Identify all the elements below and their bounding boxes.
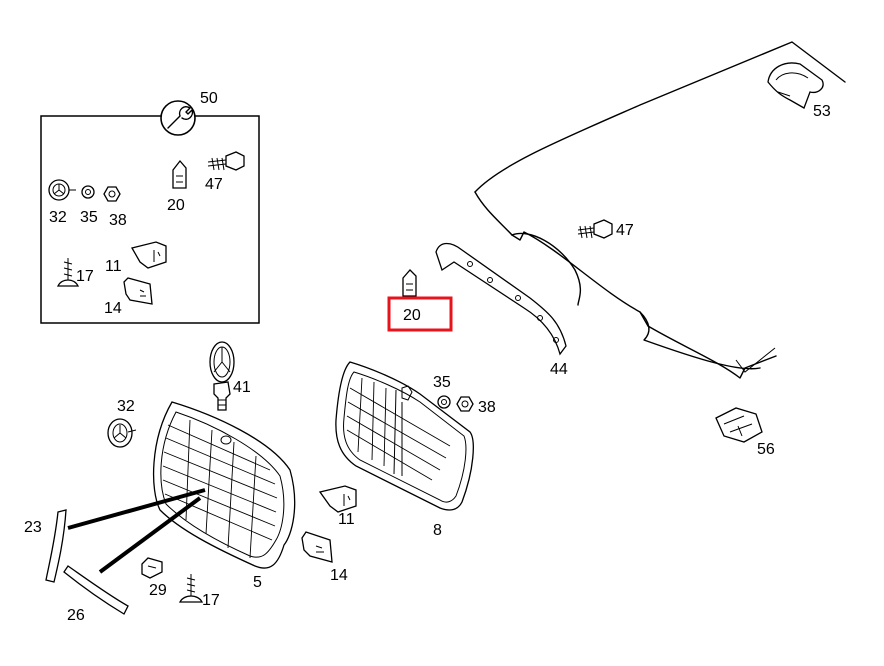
label-8: 8 xyxy=(433,522,442,539)
part-35-washer xyxy=(437,395,451,409)
part-47-screw-kit xyxy=(207,151,245,171)
label-26: 26 xyxy=(67,607,85,624)
label-11: 11 xyxy=(338,511,355,528)
label-17: 17 xyxy=(202,592,220,609)
part-29-clip xyxy=(141,557,163,579)
part-32-emblem xyxy=(107,418,137,448)
hood-outline xyxy=(474,41,846,379)
part-53-bracket xyxy=(767,62,824,109)
wrench-icon xyxy=(160,100,196,136)
leader-23 xyxy=(67,488,206,530)
part-5-grille-shell xyxy=(152,401,296,569)
part-11-bracket xyxy=(318,485,357,513)
part-17-screw xyxy=(178,574,204,603)
part-20-clip-kit xyxy=(172,159,187,189)
label-50: 50 xyxy=(200,90,218,107)
label-14: 14 xyxy=(330,567,348,584)
part-17-screw-kit xyxy=(56,258,80,287)
label-32: 32 xyxy=(117,398,135,415)
leader-26 xyxy=(98,496,202,574)
part-32-emblem-kit xyxy=(48,179,76,201)
label-44: 44 xyxy=(550,361,568,378)
part-35-washer-kit xyxy=(81,185,95,199)
label-35-kit: 35 xyxy=(80,209,98,226)
label-20-center: 20 xyxy=(403,307,421,324)
label-53: 53 xyxy=(813,103,831,120)
part-44-seal-strip xyxy=(435,242,567,356)
part-20-clip-center xyxy=(402,269,417,297)
highlight-box-20 xyxy=(387,296,453,332)
part-38-nut-kit xyxy=(103,186,121,202)
label-38: 38 xyxy=(478,399,496,416)
label-41: 41 xyxy=(233,379,251,396)
part-14-bracket-kit xyxy=(123,277,153,305)
part-14-bracket xyxy=(301,531,333,563)
label-5: 5 xyxy=(253,574,262,591)
label-29: 29 xyxy=(149,582,167,599)
part-38-nut xyxy=(456,396,474,412)
part-41-star-emblem xyxy=(209,341,235,411)
label-11-kit: 11 xyxy=(105,258,122,275)
label-56: 56 xyxy=(757,441,775,458)
label-20-kit: 20 xyxy=(167,197,185,214)
label-47-right: 47 xyxy=(616,222,634,239)
part-26-trim-strip xyxy=(63,565,129,615)
part-56-latch xyxy=(715,407,763,443)
part-11-bracket-kit xyxy=(131,241,167,269)
label-14-kit: 14 xyxy=(104,300,122,317)
part-23-trim-strip xyxy=(45,509,67,583)
part-8-grille-insert xyxy=(335,361,474,511)
label-32-kit: 32 xyxy=(49,209,67,226)
label-23: 23 xyxy=(24,519,42,536)
label-17-kit: 17 xyxy=(76,268,94,285)
label-47-kit: 47 xyxy=(205,176,223,193)
label-35: 35 xyxy=(433,374,451,391)
kit-box-50 xyxy=(40,115,260,324)
part-47-screw-right xyxy=(577,219,613,239)
label-38-kit: 38 xyxy=(109,212,127,229)
